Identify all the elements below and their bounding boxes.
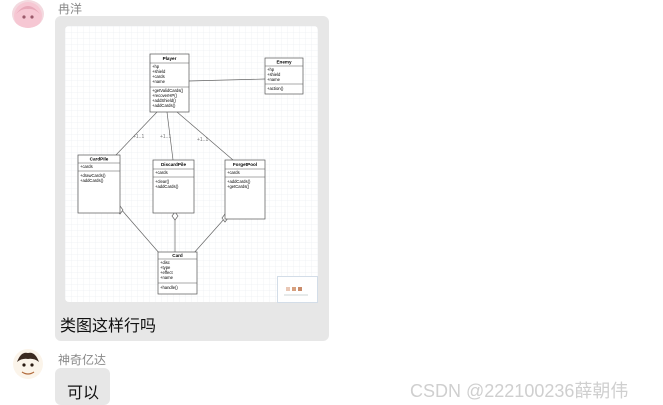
svg-text:+action(): +action()	[267, 86, 284, 91]
svg-text:+cards: +cards	[227, 170, 240, 175]
svg-text:+hp: +hp	[267, 67, 275, 72]
svg-text:Card: Card	[172, 253, 183, 258]
message-text: 可以	[67, 385, 100, 402]
svg-text:+getValidCards(): +getValidCards()	[152, 88, 184, 93]
svg-text:+name: +name	[160, 275, 174, 280]
multiplicity-label: +1..1	[197, 137, 208, 143]
message-text: 类图这样行吗	[60, 318, 157, 335]
svg-text:DiscardPile: DiscardPile	[161, 162, 186, 167]
multiplicity-label: +1..1	[160, 134, 171, 140]
svg-text:+clear(): +clear()	[155, 179, 170, 184]
svg-text:Player: Player	[163, 56, 177, 61]
class-card: Card +disc +type +effect +name +handle()	[157, 251, 198, 295]
svg-text:+addCards(): +addCards()	[227, 179, 251, 184]
svg-text:ForgetPool: ForgetPool	[233, 162, 257, 167]
svg-text:+cards: +cards	[155, 170, 168, 175]
class-forgetpool: ForgetPool +cards +addCards() +getCards(…	[224, 159, 266, 220]
svg-text:+handle(): +handle()	[160, 285, 178, 290]
multiplicity-label: +1..1	[133, 134, 144, 140]
svg-text:+addCards(): +addCards()	[152, 103, 176, 108]
class-discardpile: DiscardPile +cards +clear() +addCards()	[152, 159, 195, 214]
sender-name: 神奇亿达	[58, 353, 107, 367]
svg-text:+recoverHP(): +recoverHP()	[152, 93, 178, 98]
svg-text:+addCards(): +addCards()	[155, 184, 179, 189]
class-enemy: Enemy +hp +shield +name +action()	[264, 57, 304, 95]
class-player: Player +hp +shield +cards +name +getVali…	[149, 53, 190, 113]
watermark: CSDN @222100236薛朝伟	[410, 381, 629, 401]
svg-text:+drawCards(): +drawCards()	[80, 173, 106, 178]
uml-class-diagram-image[interactable]: +1..1 +1..1 +1..1 Player +hp +shield +ca…	[65, 26, 318, 302]
avatar[interactable]	[12, 0, 44, 28]
svg-text:CardPile: CardPile	[90, 157, 109, 162]
svg-text:Enemy: Enemy	[276, 60, 292, 65]
svg-text:+cards: +cards	[80, 164, 93, 169]
svg-text:+shield: +shield	[152, 69, 166, 74]
svg-text:+addCards(): +addCards()	[80, 178, 104, 183]
svg-text:+cards: +cards	[152, 74, 165, 79]
svg-text:+hp: +hp	[152, 64, 160, 69]
diagram-thumbnail	[277, 276, 318, 303]
svg-text:+name: +name	[267, 77, 281, 82]
svg-text:+shield: +shield	[267, 72, 281, 77]
svg-text:+name: +name	[152, 79, 166, 84]
avatar[interactable]	[12, 348, 44, 380]
svg-text:+type: +type	[160, 265, 171, 270]
sender-name: 冉洋	[58, 2, 83, 16]
svg-text:+addShield(): +addShield()	[152, 98, 176, 103]
class-cardpile: CardPile +cards +drawCards() +addCards()	[77, 154, 121, 214]
svg-text:+disc: +disc	[160, 260, 170, 265]
svg-text:+getCards(): +getCards()	[227, 184, 250, 189]
svg-text:+effect: +effect	[160, 270, 173, 275]
message-bubble[interactable]	[55, 368, 110, 405]
